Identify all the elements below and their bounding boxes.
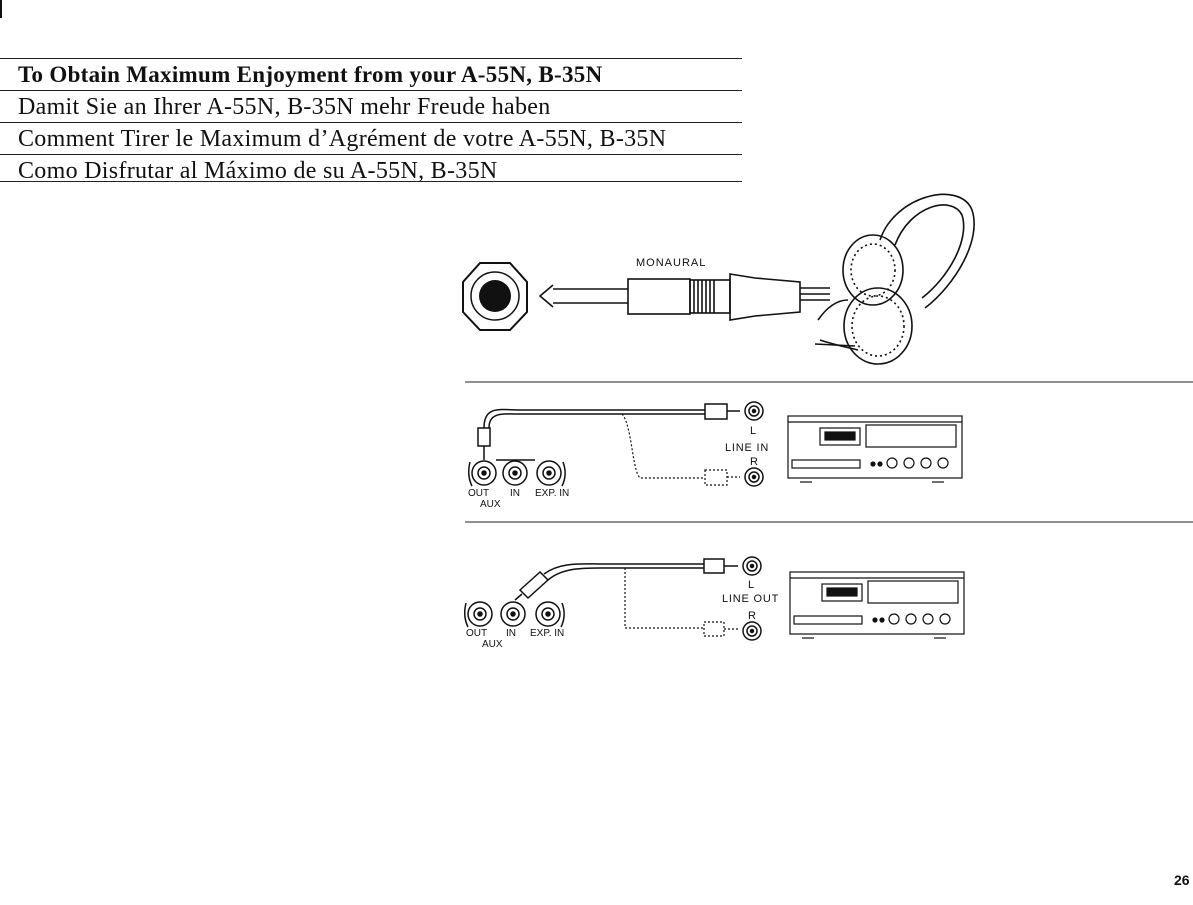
title-row-spanish: Como Disfrutar al Máximo de su A-55N, B-… — [0, 154, 742, 186]
title-spanish: Como Disfrutar al Máximo de su A-55N, B-… — [18, 158, 498, 184]
left-channel-label: L — [750, 425, 756, 437]
rca-plug-left — [514, 558, 738, 601]
headphones-icon — [814, 193, 975, 365]
headphone-jack-icon — [462, 262, 528, 331]
monaural-label: MONAURAL — [636, 257, 706, 269]
cassette-deck-icon — [789, 571, 965, 639]
line-out-diagram: L LINE OUT R OUT IN EXP. IN AUX — [463, 556, 965, 650]
jack-label-out: OUT — [466, 628, 487, 639]
rca-jack-panel — [463, 601, 565, 628]
title-rule — [0, 154, 742, 155]
right-channel-label: R — [750, 456, 758, 468]
right-channel-label: R — [748, 610, 756, 622]
jack-label-in: IN — [510, 488, 520, 499]
jack-label-in: IN — [506, 628, 516, 639]
page-number: 26 — [1174, 872, 1190, 888]
rca-jack-left — [742, 556, 762, 576]
headphone-diagram: MONAURAL — [462, 193, 975, 365]
rca-jack-panel — [467, 459, 566, 487]
rca-jack-right — [742, 621, 762, 641]
rca-plug-left — [477, 403, 740, 460]
page-edge-mark — [0, 0, 2, 18]
rca-jack-right — [744, 467, 764, 487]
title-bottom-rule — [0, 181, 742, 182]
line-in-label: LINE IN — [725, 442, 769, 454]
title-french: Comment Tirer le Maximum d’Agrément de v… — [18, 126, 667, 152]
left-channel-label: L — [748, 579, 754, 591]
cassette-deck-icon — [787, 415, 963, 483]
title-rule — [0, 58, 742, 59]
jack-label-exp-in: EXP. IN — [530, 628, 564, 639]
title-row-german: Damit Sie an Ihrer A-55N, B-35N mehr Fre… — [0, 90, 742, 122]
rca-plug-right — [621, 413, 740, 486]
jack-label-exp-in: EXP. IN — [535, 488, 569, 499]
title-rule — [0, 90, 742, 91]
title-german: Damit Sie an Ihrer A-55N, B-35N mehr Fre… — [18, 94, 551, 120]
rca-jack-left — [744, 401, 764, 421]
rca-plug-right — [624, 568, 738, 637]
title-english: To Obtain Maximum Enjoyment from your A-… — [18, 62, 603, 87]
aux-label: AUX — [480, 499, 501, 510]
phone-plug-icon — [538, 273, 830, 321]
aux-label: AUX — [482, 639, 503, 650]
title-block: To Obtain Maximum Enjoyment from your A-… — [0, 58, 742, 186]
title-row-english: To Obtain Maximum Enjoyment from your A-… — [0, 58, 742, 90]
title-rule — [0, 122, 742, 123]
line-out-label: LINE OUT — [722, 593, 779, 605]
jack-label-out: OUT — [468, 488, 489, 499]
title-row-french: Comment Tirer le Maximum d’Agrément de v… — [0, 122, 742, 154]
line-in-diagram: L LINE IN R OUT IN EXP. IN AUX — [467, 401, 963, 510]
